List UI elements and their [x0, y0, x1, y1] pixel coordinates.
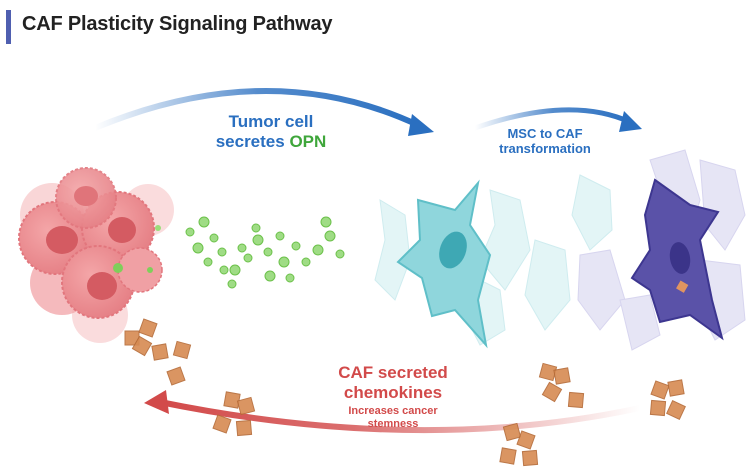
opn-particle — [324, 230, 336, 242]
chemokine-particle — [499, 447, 517, 465]
opn-particle — [320, 216, 332, 228]
tumor-cell-cluster — [18, 167, 174, 343]
chemokine-particle — [541, 381, 563, 403]
stemness-label: Increases cancer stemness — [318, 405, 468, 430]
opn-particle — [278, 256, 290, 268]
opn-particle — [209, 233, 219, 243]
secretion-arrow — [92, 88, 434, 136]
chemokine-particle — [131, 335, 153, 357]
opn-particle — [203, 257, 213, 267]
opn-particle — [301, 257, 311, 267]
caf-label-line1: CAF secreted — [338, 363, 448, 382]
chemokine-particle — [223, 391, 241, 409]
caf-cell — [630, 178, 724, 341]
chemokine-particle — [235, 419, 253, 437]
chemokine-particle — [650, 380, 670, 400]
opn-particle — [264, 270, 276, 282]
opn-particle — [185, 227, 195, 237]
transformation-arrow — [472, 107, 642, 132]
chemokine-particle — [166, 366, 186, 386]
chemokine-particle — [649, 399, 667, 417]
opn-particle — [219, 265, 229, 275]
opn-particle — [312, 244, 324, 256]
caf-chemokines-label: CAF secreted chemokines — [318, 363, 468, 402]
opn-particle — [251, 223, 261, 233]
stemness-line2: stemness — [367, 417, 419, 430]
msc-cell-group — [374, 174, 613, 346]
opn-particle — [237, 243, 247, 253]
tumor-secretes-label: Tumor cell secretes OPN — [196, 112, 346, 151]
opn-particle — [243, 253, 253, 263]
chemokine-particle — [236, 396, 256, 416]
opn-particle — [335, 249, 345, 259]
opn-particles — [185, 216, 345, 289]
opn-particle — [285, 273, 295, 283]
opn-particle — [229, 264, 241, 276]
stemness-line1: Increases cancer — [348, 405, 438, 417]
caf-label-line2: chemokines — [343, 382, 443, 402]
chemokine-particle — [516, 430, 536, 450]
chemokine-particle — [151, 343, 169, 361]
title-accent-bar — [6, 10, 11, 44]
page-title: CAF Plasticity Signaling Pathway — [22, 13, 333, 35]
chemokine-return-arrow — [144, 390, 643, 434]
opn-label: OPN — [289, 131, 327, 151]
opn-particle — [263, 247, 273, 257]
opn-particle — [198, 216, 210, 228]
chemokine-particle — [172, 340, 192, 360]
opn-particle — [291, 241, 301, 251]
opn-particle — [217, 247, 227, 257]
opn-particle — [192, 242, 204, 254]
chemokine-particle — [666, 400, 686, 420]
opn-particle — [227, 279, 237, 289]
chemokine-particle — [138, 318, 158, 338]
chemokine-particle — [667, 379, 685, 397]
msc-label-line2: transformation — [499, 140, 591, 156]
msc-label-line1: MSC to CAF — [507, 126, 583, 141]
chemokine-particle — [553, 367, 571, 385]
chemokine-particles — [124, 318, 686, 467]
chemokine-particle — [521, 449, 539, 467]
chemokine-particle — [212, 414, 232, 434]
chemokine-particle — [502, 422, 522, 442]
tumor-label-prefix: secretes — [215, 131, 290, 151]
chemokine-particle — [567, 391, 585, 409]
msc-cell — [396, 179, 492, 349]
opn-particle — [275, 231, 285, 241]
opn-particle — [252, 234, 264, 246]
tumor-label-line1: Tumor cell — [228, 112, 314, 131]
msc-transformation-label: MSC to CAF transformation — [470, 126, 620, 157]
